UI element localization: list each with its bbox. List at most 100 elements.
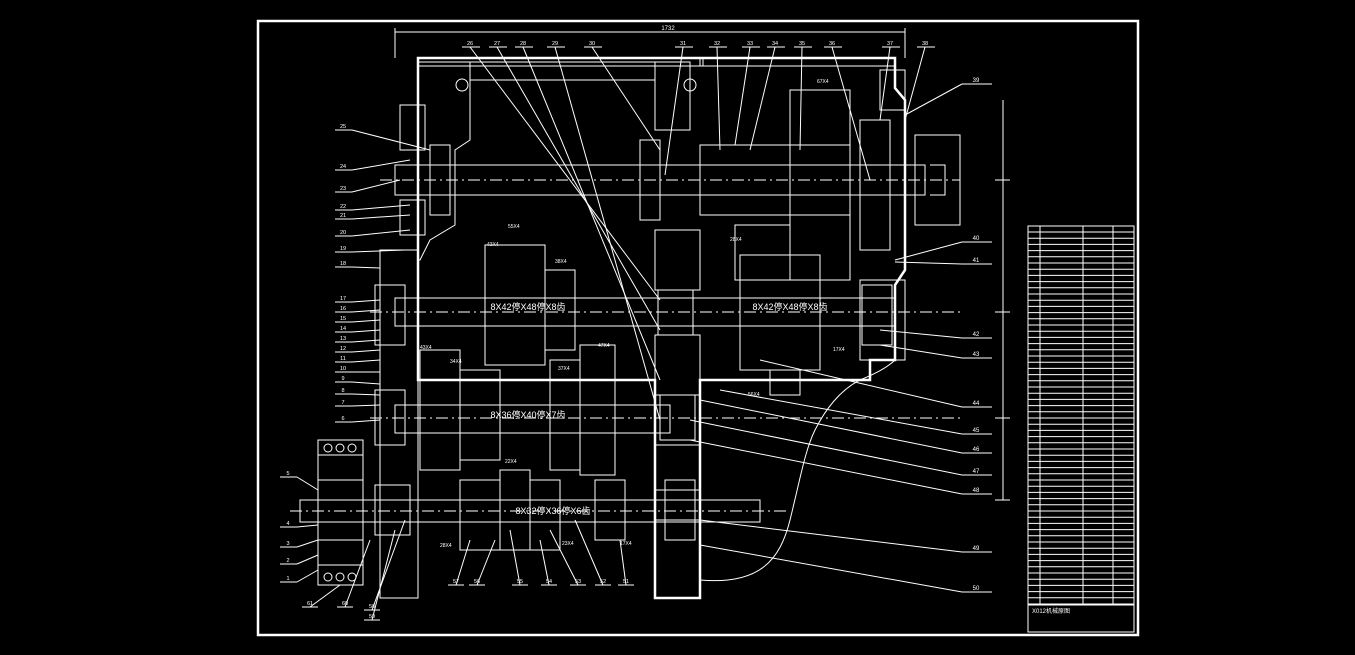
leader-callout: 20 (335, 229, 411, 237)
leader-callout: 1 (280, 569, 319, 583)
gear-spec: 67X4 (817, 79, 829, 85)
leader-number: 4 (286, 521, 289, 527)
leader-callout: 23 (335, 179, 401, 193)
leader-callout: 54 (539, 539, 557, 586)
leaders-left: 2524232221201918171615141312111098765432… (280, 124, 431, 583)
gear-spec: 47X4 (598, 343, 610, 349)
leader-callout: 34 (749, 41, 785, 151)
gear-spec: 55X4 (508, 224, 520, 230)
leader-number: 35 (799, 41, 805, 47)
leader-callout: 49 (699, 519, 992, 553)
leader-callout: 19 (335, 246, 406, 253)
leader-number: 19 (340, 246, 346, 252)
leader-number: 36 (829, 41, 835, 47)
leader-number: 31 (680, 41, 686, 47)
leader-callout: 22 (335, 204, 411, 211)
leader-number: 3 (286, 541, 289, 547)
leader-callout: 9 (335, 376, 381, 385)
leader-callout: 51 (618, 539, 634, 586)
leader-callout: 18 (335, 261, 381, 269)
leader-number: 37 (887, 41, 893, 47)
top-dimension-value: 1732 (661, 26, 675, 32)
leader-number: 15 (340, 316, 346, 322)
leader-number: 23 (340, 186, 346, 192)
gear-spec: 28X4 (440, 543, 452, 549)
leader-number: 45 (973, 428, 980, 434)
leader-number: 22 (340, 204, 346, 210)
leader-callout: 56 (469, 539, 496, 586)
leader-number: 7 (341, 400, 344, 406)
leader-number: 24 (340, 164, 346, 170)
gear-spec: 37X4 (558, 366, 570, 372)
leader-callout: 45 (719, 389, 992, 435)
leader-number: 30 (589, 41, 595, 47)
leader-number: 33 (747, 41, 753, 47)
leader-callout: 55 (509, 529, 528, 586)
leader-callout: 30 (584, 41, 661, 151)
leader-callout: 36 (824, 41, 871, 181)
title-block: X012机械原图 (1027, 225, 1135, 633)
leader-callout: 15 (335, 316, 381, 323)
leader-callout: 25 (335, 124, 431, 151)
leader-callout: 2 (280, 554, 319, 565)
leader-callout: 13 (335, 336, 381, 343)
leader-number: 21 (340, 213, 346, 219)
leader-number: 47 (973, 469, 980, 475)
shaft-4 (290, 439, 790, 586)
leader-number: 6 (341, 416, 344, 422)
leader-callout: 5 (280, 471, 319, 491)
shaft-2 (370, 244, 960, 396)
leader-callout: 48 (689, 439, 992, 495)
leader-callout: 40 (894, 236, 992, 261)
leader-number: 14 (340, 326, 346, 332)
leader-number: 18 (340, 261, 346, 267)
gear-spec: 38X4 (555, 259, 567, 265)
leader-callout: 58 (364, 519, 406, 611)
leader-number: 53 (575, 579, 581, 585)
shaft-3 (370, 344, 960, 476)
break-line (699, 359, 896, 582)
title-block-caption: X012机械原图 (1032, 607, 1070, 615)
leader-number: 34 (772, 41, 778, 47)
leader-number: 40 (973, 236, 980, 242)
leader-callout: 29 (547, 41, 661, 421)
gearbox-housing (379, 56, 907, 600)
top-dimension: 1732 (394, 26, 906, 58)
top-shaft (380, 89, 961, 281)
leader-callout: 17 (335, 296, 381, 303)
leader-number: 13 (340, 336, 346, 342)
leader-callout: 59 (364, 529, 396, 621)
drawing-frame (256, 19, 1140, 637)
leader-number: 16 (340, 306, 346, 312)
leader-number: 27 (494, 41, 500, 47)
gear-spec: 43X4 (487, 242, 499, 248)
leader-number: 51 (623, 579, 629, 585)
leader-number: 59 (369, 614, 375, 620)
leader-callout: 14 (335, 326, 381, 333)
shaft-label-3: 8X36停X40停X7齿 (490, 409, 565, 420)
leader-callout: 38 (904, 41, 935, 121)
leader-callout: 57 (448, 539, 471, 586)
shaft-label-1: 8X42停X48停X8齿 (490, 301, 565, 312)
leader-callout: 41 (894, 258, 992, 265)
leader-number: 10 (340, 366, 346, 372)
leader-callout: 27 (489, 41, 661, 331)
shaft-label-2: 8X42停X48停X8齿 (752, 301, 827, 312)
leader-number: 5 (286, 471, 289, 477)
leader-callout: 7 (335, 400, 381, 407)
leader-callout: 32 (709, 41, 727, 151)
leader-number: 26 (467, 41, 473, 47)
leader-number: 28 (520, 41, 526, 47)
leader-callout: 11 (335, 356, 381, 363)
leader-number: 56 (474, 579, 480, 585)
leader-callout: 47 (689, 419, 992, 476)
leader-callout: 21 (335, 213, 411, 220)
leader-callout: 6 (335, 416, 381, 423)
leader-number: 2 (286, 558, 289, 564)
leader-callout: 3 (280, 539, 319, 548)
leader-number: 8 (341, 388, 344, 394)
leader-callout: 4 (280, 521, 319, 528)
gear-spec-labels: 67X4 55X4 43X4 38X4 28X4 43X4 34X4 37X4 … (420, 79, 845, 549)
leader-callout: 61 (302, 584, 341, 608)
